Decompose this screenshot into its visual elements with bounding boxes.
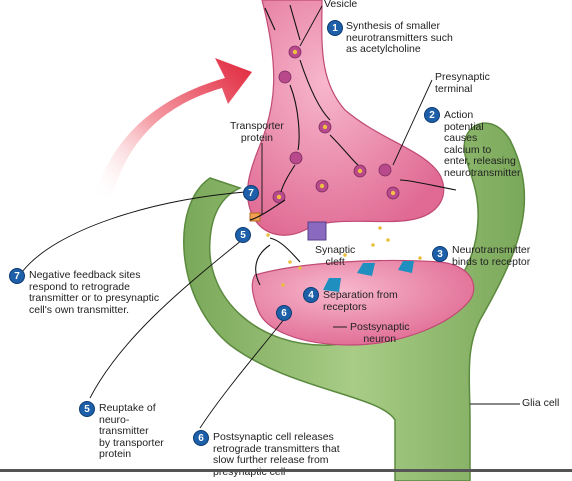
- red-curved-arrow: [95, 58, 252, 198]
- step-7-badge-legend: 7: [9, 268, 25, 284]
- step-4-text: Separation from receptors: [323, 289, 398, 313]
- step-5-badge-legend: 5: [79, 401, 95, 417]
- vesicle-label: Vesicle: [324, 0, 358, 10]
- step-7-badge: 7: [243, 185, 259, 201]
- step-1-text: Synthesis of smaller neurotransmitters s…: [346, 20, 453, 55]
- glia-cell-label: Glia cell: [522, 397, 560, 409]
- transporter-protein-label: Transporter protein: [230, 120, 284, 144]
- transporter-protein: [307, 221, 327, 241]
- receptor: [398, 261, 414, 273]
- neurotransmitter-dots: [266, 226, 422, 287]
- presynaptic-terminal-shape: [246, 0, 445, 236]
- step-7-text: Negative feedback sites respond to retro…: [29, 269, 160, 316]
- receptor: [357, 263, 375, 276]
- step-4-badge: 4: [303, 287, 319, 303]
- receptor: [323, 278, 341, 292]
- bottom-divider: [0, 469, 572, 472]
- step-5-text: Reuptake of neuro- transmitter by transp…: [99, 402, 164, 460]
- synaptic-cleft-label: Synaptic cleft: [315, 244, 356, 268]
- step-2-text: Action potential causes calcium to enter…: [444, 109, 521, 179]
- postsynaptic-neuron-shape: [251, 259, 475, 346]
- leader-lines: [21, 5, 520, 429]
- postsynaptic-neuron-label: Postsynaptic neuron: [350, 321, 410, 345]
- step-6-badge-legend: 6: [193, 430, 209, 446]
- vesicle-cores: [276, 49, 396, 200]
- glia-cell-shape: [183, 122, 526, 481]
- step-2-badge: 2: [424, 107, 440, 123]
- step-5-badge: 5: [235, 227, 251, 243]
- step-3-text: Neurotransmitter binds to receptor: [452, 244, 531, 268]
- step-6-badge: 6: [276, 305, 292, 321]
- step-1-badge: 1: [327, 20, 343, 36]
- step-3-badge: 3: [432, 246, 448, 262]
- flow-arrows: [249, 4, 457, 286]
- presynaptic-terminal-label: Presynaptic terminal: [435, 71, 490, 95]
- feedback-site: [249, 212, 261, 222]
